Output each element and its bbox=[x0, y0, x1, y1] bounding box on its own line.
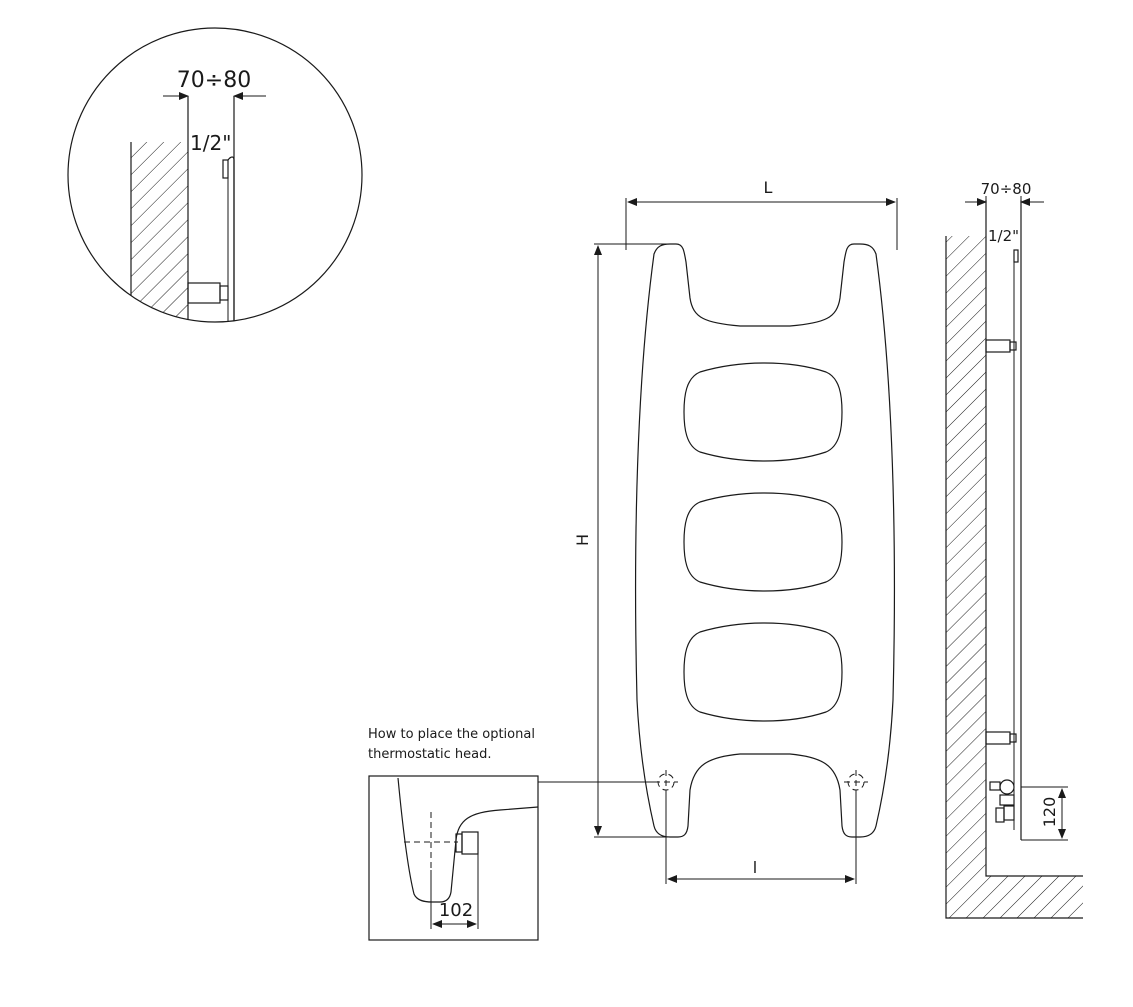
connection-left-icon bbox=[654, 770, 678, 794]
opening-1 bbox=[683, 362, 843, 462]
bracket-bottom bbox=[985, 731, 1011, 745]
wall-hatch-side bbox=[946, 236, 986, 918]
height-label: H bbox=[573, 534, 592, 546]
gap-side-label: 70÷80 bbox=[981, 180, 1032, 198]
width-label: L bbox=[764, 178, 773, 197]
note-line-1: How to place the optional bbox=[368, 727, 535, 742]
connection-right-icon bbox=[844, 770, 868, 794]
connection-distance-label: l bbox=[753, 858, 757, 877]
gap-detail-label: 70÷80 bbox=[177, 68, 251, 93]
thermostatic-detail: 102 bbox=[368, 775, 539, 941]
floor-height-label: 120 bbox=[1040, 797, 1059, 828]
circle-detail: 70÷80 1/2" bbox=[67, 27, 363, 323]
thermo-offset-label: 102 bbox=[439, 900, 473, 921]
side-view: 70÷80 1/2" 120 bbox=[945, 180, 1083, 919]
opening-3 bbox=[683, 622, 843, 722]
opening-2 bbox=[683, 492, 843, 592]
wall-hatch-detail bbox=[131, 142, 188, 322]
thermostatic-note: How to place the optional thermostatic h… bbox=[368, 725, 535, 765]
bracket-top bbox=[985, 339, 1011, 353]
pipe-detail-label: 1/2" bbox=[190, 131, 231, 155]
floor-hatch bbox=[986, 876, 1083, 918]
radiator-outline bbox=[634, 243, 896, 838]
dimension-H: H bbox=[573, 243, 676, 838]
valve-icon bbox=[989, 779, 1015, 823]
dimension-L: L bbox=[625, 178, 898, 250]
dimension-l: l bbox=[665, 794, 857, 884]
radiator-front-view bbox=[634, 243, 896, 838]
note-line-2: thermostatic head. bbox=[368, 747, 492, 762]
pipe-side-label: 1/2" bbox=[988, 227, 1019, 245]
